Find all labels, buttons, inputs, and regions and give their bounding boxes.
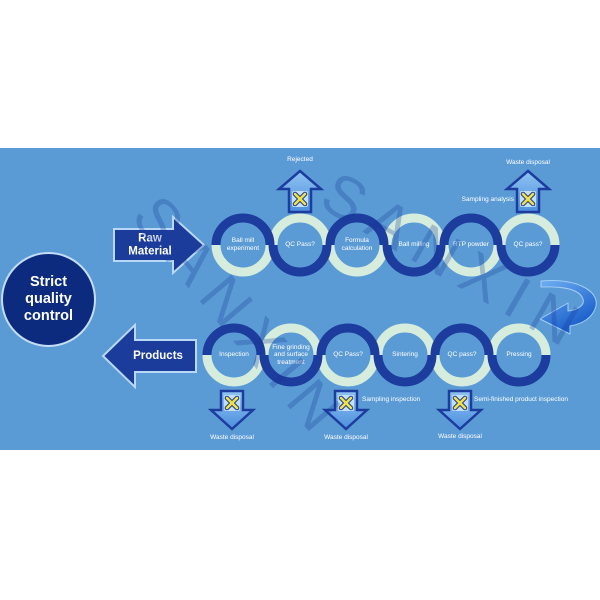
step-formula-calculation: Formula calculation: [341, 237, 373, 252]
step-qc-pass-3: QC Pass?: [333, 351, 363, 359]
waste-disposal-label: Waste disposal: [210, 434, 254, 441]
step-ball-mill-experiment: Ball mill experiment: [226, 237, 260, 252]
ring-arc: [259, 323, 323, 356]
down-arrow-icon: [435, 389, 485, 431]
bottom-chain-dark-arcs: [202, 323, 551, 387]
ring-arc: [325, 213, 389, 246]
ring-arc: [373, 354, 437, 387]
hub-title: Strict quality control: [23, 274, 74, 324]
raw-material-label: Raw Material: [128, 232, 172, 258]
step-rtp-powder: RTP powder: [453, 241, 489, 249]
top-chain-light-arcs: [211, 213, 560, 277]
ring-arc: [373, 323, 437, 356]
ring-arc: [316, 354, 380, 387]
down-arrow-icon: [207, 389, 257, 431]
ring-arc: [325, 244, 389, 277]
waste-disposal-label: Waste disposal: [438, 433, 482, 440]
ring-arc: [259, 354, 323, 387]
cross-mark-icon: [224, 395, 240, 411]
sampling-inspection-note: Sampling inspection: [362, 396, 421, 403]
up-arrow-icon: [275, 169, 325, 214]
cross-mark-icon: [520, 191, 536, 207]
ring-arc: [202, 323, 266, 356]
cross-mark-icon: [292, 191, 308, 207]
step-ball-milling: Ball milling: [398, 241, 430, 249]
cross-mark-icon: [452, 395, 468, 411]
cross-mark-icon: [338, 395, 354, 411]
step-qc-pass-2: QC pass?: [513, 241, 543, 249]
ring-arc: [487, 354, 551, 387]
ring-arc: [211, 244, 275, 277]
rejected-label: Rejected: [287, 156, 313, 163]
step-inspection: Inspection: [219, 351, 249, 359]
waste-disposal-label: Waste disposal: [506, 159, 550, 166]
ring-arc: [268, 244, 332, 277]
step-qc-pass-1: QC Pass?: [285, 241, 315, 249]
waste-disposal-label: Waste disposal: [324, 434, 368, 441]
step-qc-pass-4: QC pass?: [447, 351, 477, 359]
ring-arc: [202, 354, 266, 387]
bottom-chain-light-arcs: [202, 323, 551, 387]
ring-arc: [487, 323, 551, 356]
sampling-analysis-note: Sampling analysis: [461, 196, 514, 203]
ring-arc: [316, 323, 380, 356]
ring-arc: [268, 213, 332, 246]
ring-arc: [211, 213, 275, 246]
down-arrow-icon: [321, 389, 371, 431]
step-fine-grinding: Fine grinding and surface treatment: [272, 343, 310, 366]
products-label: Products: [133, 349, 183, 362]
step-pressing: Pressing: [506, 351, 532, 359]
ring-arc: [439, 244, 503, 277]
curved-arrow-icon: [539, 280, 597, 335]
ring-arc: [430, 354, 494, 387]
up-arrow-icon: [503, 169, 553, 214]
raw-material-arrow: [113, 214, 206, 276]
ring-arc: [496, 213, 560, 246]
ring-arc: [439, 213, 503, 246]
semi-finished-inspection-note: Semi-finished product inspection: [474, 396, 568, 403]
ring-arc: [382, 213, 446, 246]
quality-control-hub: Strict quality control: [1, 252, 96, 347]
products-arrow: [101, 322, 197, 390]
ring-arc: [496, 244, 560, 277]
top-chain-dark-arcs: [211, 213, 560, 277]
ring-arc: [382, 244, 446, 277]
step-sintering: Sintering: [392, 351, 418, 359]
ring-arc: [430, 323, 494, 356]
